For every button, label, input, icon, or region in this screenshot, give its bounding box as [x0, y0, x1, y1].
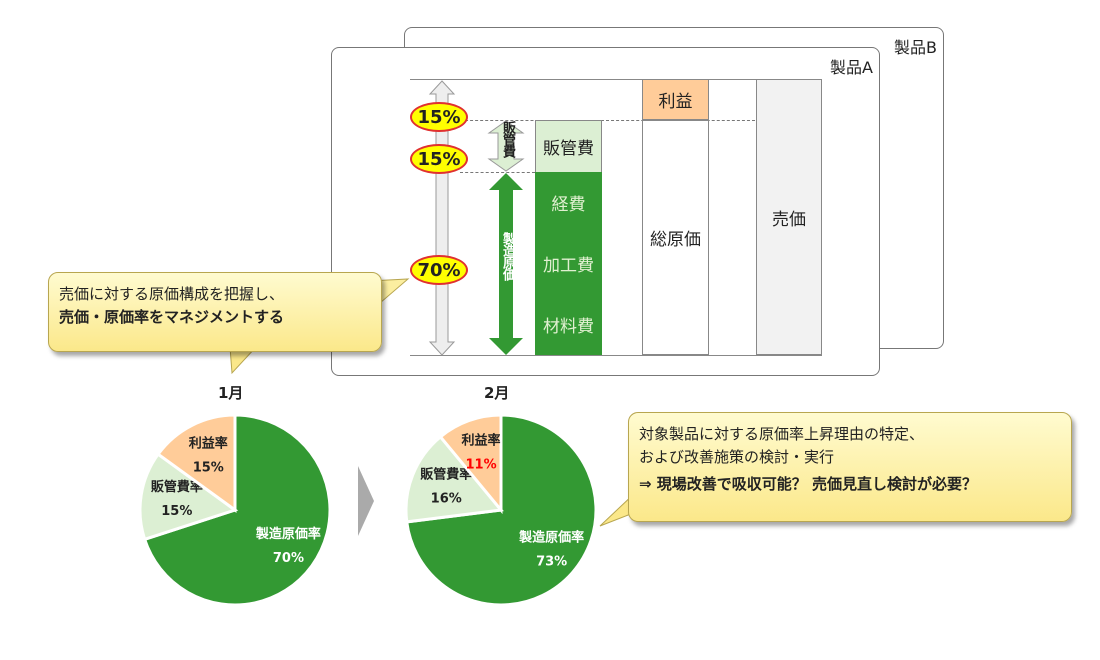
slice-label: 製造原価率 [255, 526, 321, 542]
product-b-label: 製品B [894, 38, 937, 57]
slice-value: 16% [431, 491, 462, 506]
slice-value: 73% [536, 554, 567, 569]
bottom-line [410, 355, 822, 356]
top-line [410, 79, 822, 80]
slice-label: 販管費率 [151, 479, 203, 495]
sga-block: 販管費 [535, 120, 602, 173]
mfg-arrow-icon [489, 173, 523, 355]
slice-value: 11% [465, 458, 496, 473]
slice-value: 15% [161, 504, 192, 519]
expense-block: 経費 [535, 172, 602, 234]
slice-label: 利益率 [189, 436, 228, 452]
sga-vertical-label: 販管費 [500, 121, 515, 157]
cost-management-callout: 売価に対する原価構成を把握し、 売価・原価率をマネジメントする [48, 272, 382, 352]
pie-chart-jan: 製造原価率 70% 販管費率 15% 利益率 15% [138, 413, 332, 607]
product-a-label: 製品A [830, 58, 873, 77]
callout-right-line3: ⇒ 現場改善で吸収可能？ 売価見直し検討が必要？ [639, 474, 978, 493]
improvement-callout: 対象製品に対する原価率上昇理由の特定、 および改善施策の検討・実行 ⇒ 現場改善… [628, 412, 1072, 522]
price-block: 売価 [756, 79, 822, 355]
slice-sga [404, 434, 504, 524]
mfg-vertical-label: 製造原価 [500, 232, 515, 280]
pie-title-feb: 2月 [484, 384, 510, 402]
slice-profit [156, 413, 237, 513]
next-arrow-icon [358, 466, 374, 536]
profit-dashline [460, 120, 755, 121]
callout-left-line1: 売価に対する原価構成を把握し、 [59, 285, 285, 303]
slice-value: 15% [193, 461, 224, 476]
sga-dashline [460, 172, 535, 173]
profit-pct-badge: 15% [410, 102, 468, 132]
pie-title-jan: 1月 [218, 384, 244, 402]
spacer-column [708, 79, 757, 355]
slice-label: 利益率 [462, 433, 501, 449]
sga-arrow-icon [487, 120, 525, 172]
profit-block: 利益 [642, 79, 709, 120]
slice-profit [438, 413, 503, 515]
pie-chart-feb: 製造原価率 73% 販管費率 16% 利益率 11% [404, 413, 598, 607]
mfg-pct-badge: 70% [410, 255, 468, 285]
callout-left-line2: 売価・原価率をマネジメントする [59, 308, 285, 327]
slice-label: 製造原価率 [518, 529, 584, 545]
sga-pct-badge: 15% [410, 144, 468, 174]
processing-block: 加工費 [535, 233, 602, 295]
slice-label: 販管費率 [420, 466, 472, 482]
callout-right-line1: 対象製品に対する原価率上昇理由の特定、 [639, 425, 925, 443]
slice-sga [138, 452, 239, 542]
callout-right-line2: および改善施策の検討・実行 [639, 448, 835, 467]
total-cost-block: 総原価 [642, 120, 709, 355]
slice-value: 70% [273, 551, 304, 566]
material-block: 材料費 [535, 294, 602, 355]
